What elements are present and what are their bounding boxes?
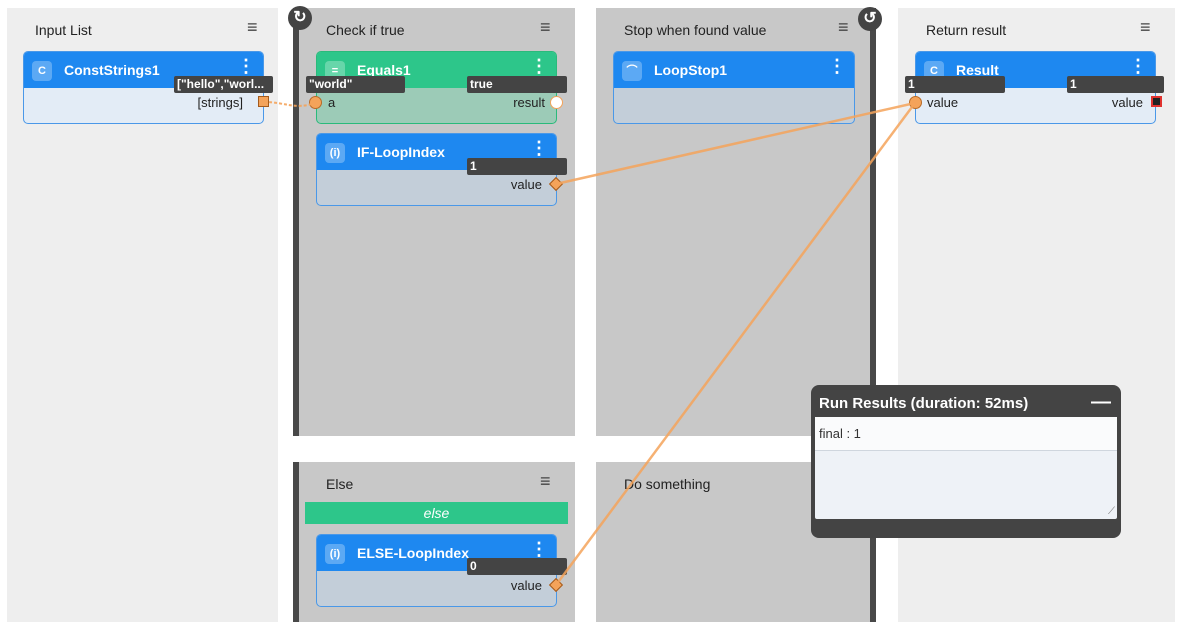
loop-index-icon: (i) (325, 143, 345, 163)
input-value-badge: "world" (306, 76, 405, 93)
input-port[interactable] (309, 96, 322, 109)
node-title: Equals1 (357, 62, 411, 78)
column-title: Stop when found value (624, 22, 767, 38)
output-port-label: result (513, 95, 545, 110)
else-bar: else (305, 502, 568, 524)
kebab-menu-icon[interactable]: ⋮ (530, 539, 548, 559)
run-results-panel[interactable]: Run Results (duration: 52ms) — final : 1… (811, 385, 1121, 538)
output-value-badge: 1 (467, 158, 567, 175)
loop-stop-icon: ⌒ (622, 61, 642, 81)
run-results-body: final : 1 ⟋ (815, 417, 1117, 519)
kebab-menu-icon[interactable]: ⋮ (530, 56, 548, 76)
minimize-icon[interactable]: — (1091, 391, 1111, 413)
node-title: Result (956, 62, 999, 78)
kebab-menu-icon[interactable]: ⋮ (530, 138, 548, 158)
kebab-menu-icon[interactable]: ⋮ (1129, 56, 1147, 76)
column-menu-icon[interactable]: ≡ (838, 17, 849, 37)
output-value-badge: 0 (467, 558, 567, 575)
node-title: LoopStop1 (654, 62, 728, 78)
run-results-title-text: Run Results (duration: 52ms) (819, 395, 1029, 412)
output-value-badge: 1 (1067, 76, 1164, 93)
loop-start-icon[interactable]: ↻ (288, 6, 312, 30)
const-icon: C (32, 61, 52, 81)
column-menu-icon[interactable]: ≡ (1140, 17, 1151, 37)
column-title: Else (326, 476, 354, 492)
node-title: ConstStrings1 (64, 62, 160, 78)
input-port[interactable] (909, 96, 922, 109)
output-port-label: value (510, 578, 542, 593)
resize-grip-icon[interactable]: ⟋ (1108, 506, 1115, 517)
column-menu-icon[interactable]: ≡ (247, 17, 258, 37)
column-title: Input List (35, 22, 92, 38)
loop-index-icon: (i) (325, 544, 345, 564)
loop-start-bar (293, 462, 299, 622)
node-if-loopindex[interactable]: (i) IF-LoopIndex ⋮ value (316, 133, 557, 206)
run-results-title: Run Results (duration: 52ms) — (815, 389, 1117, 417)
node-title: IF-LoopIndex (357, 144, 445, 160)
column-menu-icon[interactable]: ≡ (540, 471, 551, 491)
column-menu-icon[interactable]: ≡ (540, 17, 551, 37)
output-value-badge: ["hello","worl... (174, 76, 273, 93)
loop-start-bar (293, 8, 299, 436)
output-port[interactable] (1151, 96, 1162, 107)
input-port-label: value (927, 95, 959, 110)
run-result-line: final : 1 (815, 417, 1117, 451)
input-port-label: a (328, 95, 336, 110)
node-title: ELSE-LoopIndex (357, 545, 469, 561)
input-value-badge: 1 (905, 76, 1005, 93)
loop-end-icon[interactable]: ↺ (858, 7, 882, 31)
output-port-label: [strings] (197, 95, 243, 110)
output-port-label: value (510, 177, 542, 192)
kebab-menu-icon[interactable]: ⋮ (828, 56, 846, 76)
column-title: Check if true (326, 22, 405, 38)
output-port[interactable] (550, 96, 563, 109)
output-port[interactable] (258, 96, 269, 107)
kebab-menu-icon[interactable]: ⋮ (237, 56, 255, 76)
column-title: Return result (926, 22, 1007, 38)
node-header[interactable]: ⌒ LoopStop1 ⋮ (614, 52, 854, 88)
output-value-badge: true (467, 76, 567, 93)
node-loopstop[interactable]: ⌒ LoopStop1 ⋮ (613, 51, 855, 124)
output-port-label: value (1111, 95, 1143, 110)
